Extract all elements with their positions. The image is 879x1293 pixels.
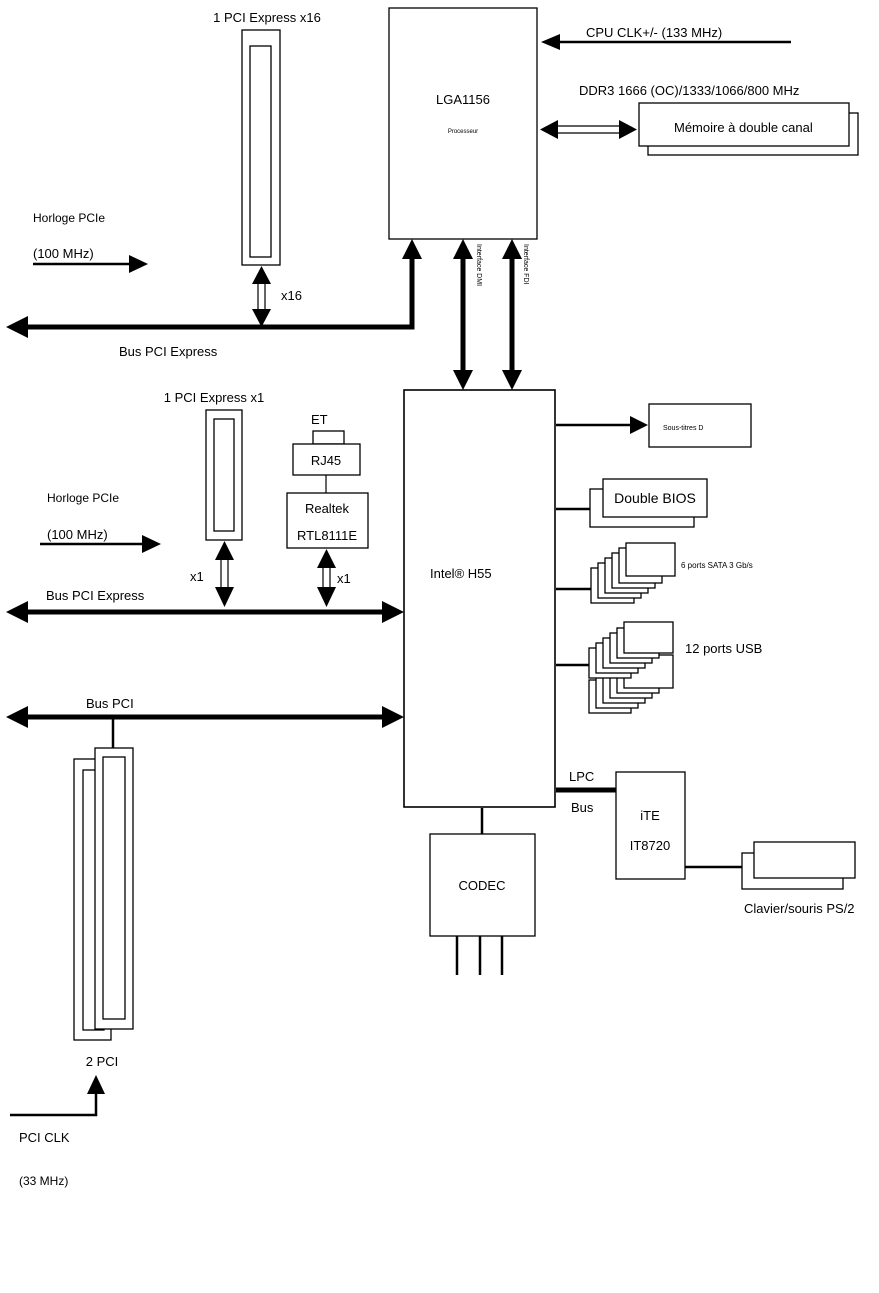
pci-clock-label: PCI CLK [19, 1130, 70, 1145]
pcie-x16-slot-inner [249, 45, 272, 258]
pcie-bus-top-label: Bus PCI Express [119, 344, 218, 359]
superio-vendor: iTE [640, 808, 660, 823]
sata-label: 6 ports SATA 3 Gb/s [681, 561, 753, 570]
pcie-x16-double-arrow [252, 266, 271, 327]
memory-double-arrow [540, 120, 637, 139]
pcie-x1-width: x1 [190, 569, 204, 584]
bios-block [602, 478, 708, 518]
pcie-x1-slot-inner [213, 418, 235, 532]
lan-et-label: ET [311, 412, 328, 427]
bios-label: Double BIOS [614, 490, 696, 506]
memory-spec-label: DDR3 1666 (OC)/1333/1066/800 MHz [579, 83, 799, 98]
pcie-clock-mid-arrow [40, 535, 161, 553]
pcie-clock-top-label: Horloge PCIe [33, 211, 105, 225]
subtitles-arrow [556, 416, 648, 434]
pcie-clock-mid-label: Horloge PCIe [47, 491, 119, 505]
pcie-clock-mid-freq: (100 MHz) [47, 527, 108, 542]
lpc-label-line1: LPC [569, 769, 594, 784]
dmi-arrow [453, 239, 473, 390]
pcie-clock-top-freq: (100 MHz) [33, 246, 94, 261]
pci-slots-label: 2 PCI [86, 1054, 119, 1069]
usb-label: 12 ports USB [685, 641, 762, 656]
lan-width: x1 [337, 571, 351, 586]
codec-block [429, 833, 536, 937]
rj45-label: RJ45 [311, 453, 341, 468]
realtek-vendor: Realtek [305, 501, 350, 516]
cpu-name: LGA1156 [436, 92, 490, 107]
pcie-bus-mid [6, 601, 404, 623]
cpu-block [388, 7, 538, 240]
subtitles-label: Sous-titres D [663, 425, 703, 432]
realtek-block [286, 492, 369, 549]
sata-stack [590, 542, 676, 604]
subtitles-block [648, 403, 752, 448]
pcie-bus-mid-label: Bus PCI Express [46, 588, 145, 603]
pcie-x16-label: 1 PCI Express x16 [213, 10, 321, 25]
superio-block [615, 771, 686, 880]
codec-label: CODEC [459, 878, 506, 893]
fdi-label: Interface FDI [522, 244, 529, 285]
lpc-label-line2: Bus [571, 800, 594, 815]
pcie-x16-width: x16 [281, 288, 302, 303]
pcie-x1-label: 1 PCI Express x1 [164, 390, 264, 405]
rj45-top [312, 430, 345, 445]
realtek-chip: RTL8111E [297, 528, 357, 543]
pcie-x1-double-arrow [215, 541, 234, 607]
fdi-arrow [502, 239, 522, 390]
pci-slot-front-inner [102, 756, 126, 1020]
pci-clock-freq: (33 MHz) [19, 1174, 68, 1188]
cpu-clock-arrow [541, 34, 791, 50]
dmi-label: Interface DMI [475, 244, 482, 286]
chipset-name: Intel® H55 [430, 566, 492, 581]
lan-double-arrow [317, 549, 336, 607]
memory-block [638, 102, 850, 147]
usb-stack [588, 621, 674, 714]
chipset-block [403, 389, 556, 808]
codec-outputs [455, 936, 504, 975]
pcie-clock-top-arrow [33, 255, 148, 273]
pcie-bus-top [6, 239, 422, 338]
pci-bus-label: Bus PCI [86, 696, 134, 711]
ps2-label: Clavier/souris PS/2 [744, 901, 855, 916]
cpu-subtitle: Processeur [448, 129, 478, 135]
pci-clock-arrow [10, 1075, 105, 1117]
ps2-block [753, 841, 856, 879]
pci-bus [6, 706, 404, 728]
superio-chip: IT8720 [630, 838, 670, 853]
cpu-clock-label: CPU CLK+/- (133 MHz) [586, 25, 722, 40]
memory-name: Mémoire à double canal [674, 120, 813, 135]
